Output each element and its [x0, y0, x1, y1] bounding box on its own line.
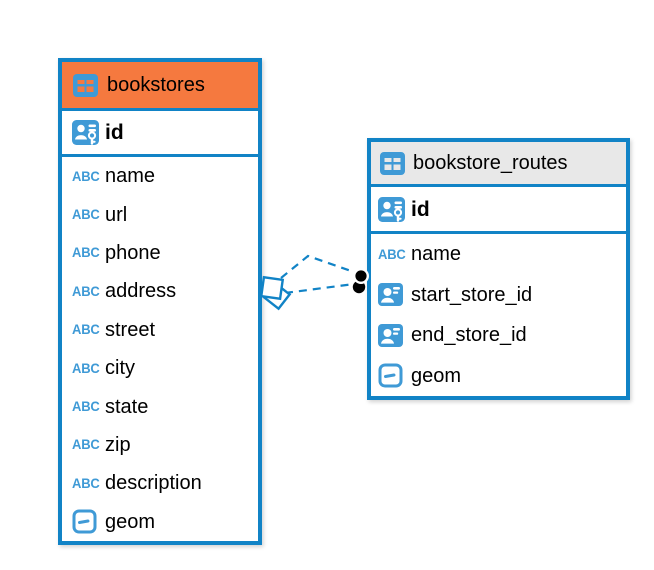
column-name: geom [411, 364, 462, 387]
text-type-icon: ABC [72, 168, 100, 185]
primary-key-icon [72, 120, 99, 145]
column-name[interactable]: ABC name [371, 234, 626, 275]
entity-bookstore-routes[interactable]: bookstore_routes id ABC name start_store… [367, 138, 630, 400]
column-id[interactable]: id [62, 111, 258, 157]
table-icon [380, 152, 405, 175]
text-type-icon: ABC [378, 246, 406, 263]
entity-header-bookstores[interactable]: bookstores [62, 62, 258, 111]
table-icon [73, 74, 98, 97]
text-type-icon: ABC [72, 245, 100, 261]
text-type-icon: ABC [72, 283, 100, 300]
person-card-icon [378, 324, 403, 347]
column-name: state [105, 395, 149, 418]
column-geom[interactable]: geom [371, 356, 626, 397]
column-name: url [105, 203, 128, 226]
connector-dot[interactable] [352, 280, 366, 294]
column-name: geom [105, 510, 156, 533]
connector-dot[interactable] [353, 268, 370, 285]
relationship-line[interactable] [284, 282, 355, 295]
table-name: bookstores [107, 74, 205, 96]
column-description[interactable]: ABC description [62, 464, 258, 502]
column-name: zip [105, 433, 131, 456]
primary-key-icon [378, 197, 405, 222]
column-name: name [105, 165, 156, 188]
geometry-type-icon [72, 509, 97, 534]
text-type-icon: ABC [72, 475, 100, 492]
text-type-icon: ABC [72, 206, 100, 223]
column-address[interactable]: ABC address [62, 272, 258, 310]
geometry-type-icon [378, 363, 403, 388]
relationship-line[interactable] [280, 254, 358, 279]
column-start-store-id[interactable]: start_store_id [371, 275, 626, 316]
text-type-icon: ABC [72, 360, 100, 377]
column-name: id [411, 197, 430, 221]
column-id[interactable]: id [371, 187, 626, 234]
column-geom[interactable]: geom [62, 503, 258, 541]
column-phone[interactable]: ABC phone [62, 234, 258, 272]
column-name: city [105, 357, 135, 380]
column-name: start_store_id [411, 283, 533, 306]
person-card-icon [378, 283, 403, 306]
column-street[interactable]: ABC street [62, 311, 258, 349]
table-name: bookstore_routes [413, 152, 568, 174]
entity-bookstores[interactable]: bookstores id ABC name ABC url ABC phone… [58, 58, 262, 545]
text-type-icon: ABC [72, 321, 100, 338]
column-name: name [411, 243, 462, 266]
column-name: address [105, 280, 177, 303]
column-end-store-id[interactable]: end_store_id [371, 315, 626, 356]
relationship-source-marker[interactable] [259, 275, 292, 311]
column-state[interactable]: ABC state [62, 387, 258, 425]
column-name: id [105, 121, 124, 144]
column-name: end_store_id [411, 324, 527, 347]
column-name: street [105, 318, 156, 341]
text-type-icon: ABC [72, 398, 100, 415]
entity-header-bookstore-routes[interactable]: bookstore_routes [371, 142, 626, 187]
column-zip[interactable]: ABC zip [62, 426, 258, 464]
text-type-icon: ABC [72, 437, 100, 453]
column-name: description [105, 472, 202, 495]
column-city[interactable]: ABC city [62, 349, 258, 387]
column-name[interactable]: ABC name [62, 157, 258, 195]
column-name: phone [105, 241, 161, 264]
column-url[interactable]: ABC url [62, 195, 258, 233]
